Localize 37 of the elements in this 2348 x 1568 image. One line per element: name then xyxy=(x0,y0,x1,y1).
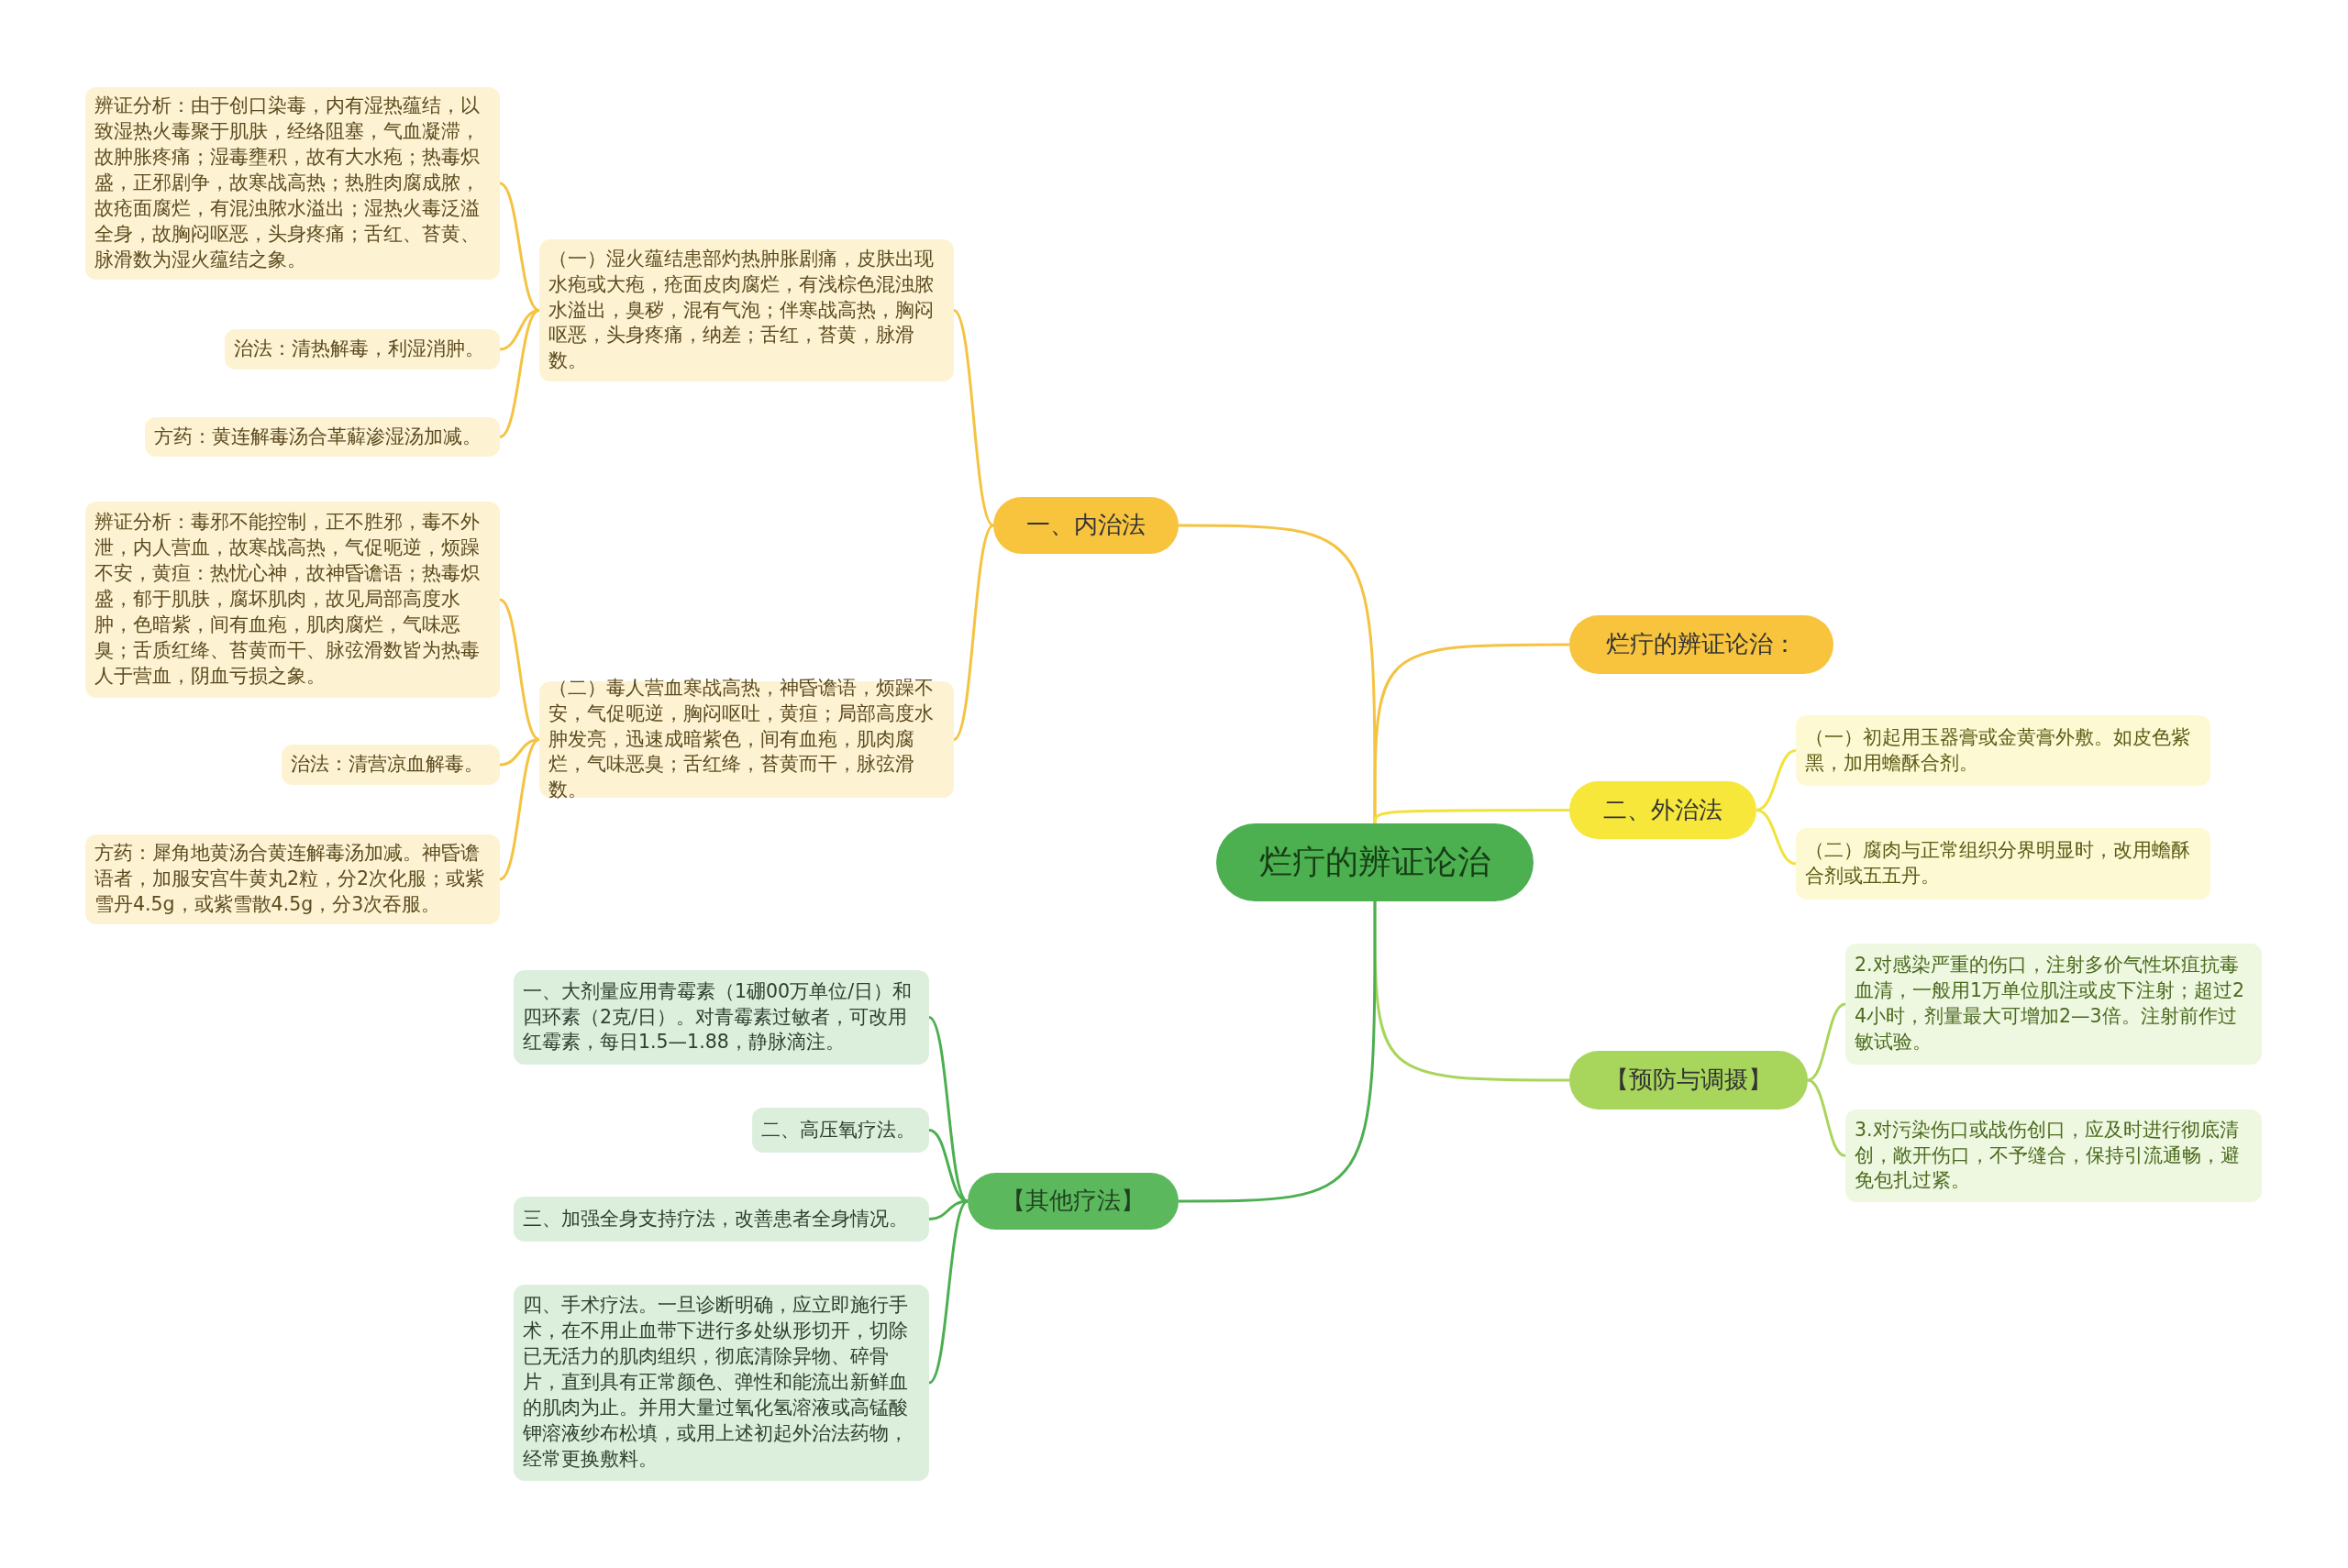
text-box: （一）湿火蕴结患部灼热肿胀剧痛，皮肤出现水疱或大疱，疮面皮肉腐烂，有浅棕色混浊脓水溢出，臭秽，混有气泡；伴寒战高热，胸闷呕恶，头身疼痛，纳差；舌红，苔黄，脉滑数。 xyxy=(539,239,954,381)
connector-line xyxy=(1373,901,1569,1082)
connector-line xyxy=(1755,809,1797,866)
text-box: （一）初起用玉器膏或金黄膏外敷。如皮色紫黑，加用蟾酥合剂。 xyxy=(1796,715,2210,786)
branch-topic: 一、内治法 xyxy=(993,497,1179,554)
connector-line xyxy=(1179,901,1377,1203)
text-box: 治法：清热解毒，利湿消肿。 xyxy=(225,329,500,370)
text-box: 2.对感染严重的伤口，注射多价气性坏疽抗毒血清，一般用1万单位肌注或皮下注射；超过24小时，剂量最大可增加2—3倍。注射前作过敏试验。 xyxy=(1845,944,2262,1065)
text-box: （二）腐肉与正常组织分界明显时，改用蟾酥合剂或五五丹。 xyxy=(1796,828,2210,900)
connector-line xyxy=(499,309,540,438)
connector-line xyxy=(499,182,540,312)
text-box: 辨证分析：毒邪不能控制，正不胜邪，毒不外泄，内人营血，故寒战高热，气促呃逆，烦躁不安，黄疸：热忧心神，故神昏谵语；热毒炽盛，郁于肌肤，腐坏肌肉，故见局部高度水肿，色暗紫，间有血疱，肌肉腐烂，气味恶臭；舌质红绛、苔黄而干、脉弦滑数皆为热毒人于营血，阴血亏损之象。 xyxy=(85,502,500,698)
text-box: 方药：犀角地黄汤合黄连解毒汤加减。神昏谵语者，加服安宫牛黄丸2粒，分2次化服；或紫雪丹4.5g，或紫雪散4.5g，分3次吞服。 xyxy=(85,834,500,924)
text-box: 四、手术疗法。一旦诊断明确，应立即施行手术，在不用止血带下进行多处纵形切开，切除已无活力的肌肉组织，彻底清除异物、碎骨片，直到具有正常颜色、弹性和能流出新鲜血的肌肉为止。并用大量过氧化氢溶液或高锰酸钾溶液纱布松填，或用上述初起外治法药物，经常更换敷料。 xyxy=(514,1285,929,1481)
connector-line xyxy=(499,309,540,351)
connector-line xyxy=(499,598,540,741)
branch-topic: 【预防与调摄】 xyxy=(1569,1051,1808,1110)
branch-topic: 【其他疗法】 xyxy=(968,1173,1179,1230)
connector-line xyxy=(1807,1078,1846,1157)
text-box: 方药：黄连解毒汤合革薢渗湿汤加减。 xyxy=(145,417,500,457)
text-box: 辨证分析：由于创口染毒，内有湿热蕴结，以致湿热火毒聚于肌肤，经络阻塞，气血凝滞，故肿胀疼痛；湿毒壅积，故有大水疱；热毒炽盛，正邪剧争，故寒战高热；热胜肉腐成脓，故疮面腐烂，有混浊脓水溢出；湿热火毒泛溢全身，故胸闷呕恶，头身疼痛；舌红、苔黄、脉滑数为湿火蕴结之象。 xyxy=(85,87,500,280)
connector-line xyxy=(1807,1002,1846,1082)
connector-line xyxy=(499,738,540,881)
connector-line xyxy=(928,1199,969,1385)
branch-topic: 二、外治法 xyxy=(1569,781,1756,839)
connector-line xyxy=(1373,809,1569,824)
root-topic: 烂疔的辨证论治 xyxy=(1216,823,1534,901)
text-box: 一、大剂量应用青霉素（1硼00万单位/日）和四环素（2克/日）。对青霉素过敏者，可改用红霉素，每日1.5—1.88，静脉滴注。 xyxy=(514,970,929,1065)
connector-line xyxy=(952,309,995,527)
connector-line xyxy=(499,738,540,767)
branch-topic: 烂疔的辨证论治： xyxy=(1569,615,1833,674)
text-box: 治法：清营凉血解毒。 xyxy=(282,745,500,785)
connector-line xyxy=(1179,524,1377,823)
text-box: 二、高压氧疗法。 xyxy=(752,1108,929,1153)
text-box: 3.对污染伤口或战伤创口，应及时进行彻底清创，敞开伤口，不予缝合，保持引流通畅，避免包扎过紧。 xyxy=(1845,1110,2262,1202)
text-box: 三、加强全身支持疗法，改善患者全身情况。 xyxy=(514,1197,929,1242)
connector-line xyxy=(953,524,994,741)
